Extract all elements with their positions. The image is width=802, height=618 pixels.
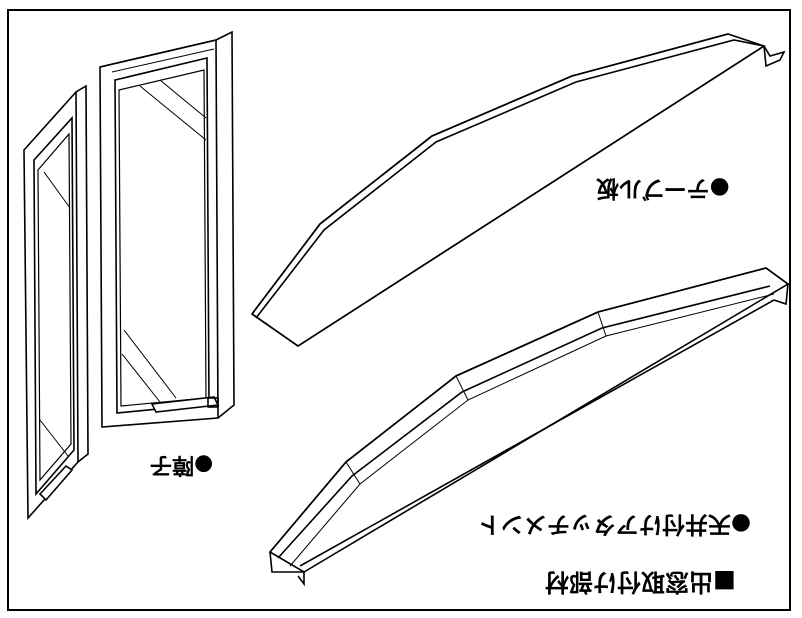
label-ceiling-attachment: ●天井付けアタッチメント	[478, 511, 752, 537]
diagram-border	[7, 9, 791, 611]
door-panel-front	[99, 30, 235, 428]
section-title: ■出窓取付け部材	[545, 568, 736, 596]
label-door: ●障子	[150, 452, 214, 477]
label-table-board: ●テーブル板	[596, 175, 730, 201]
table-board	[250, 33, 786, 347]
ceiling-attachment	[268, 267, 790, 587]
door-panel-rear	[23, 84, 89, 521]
